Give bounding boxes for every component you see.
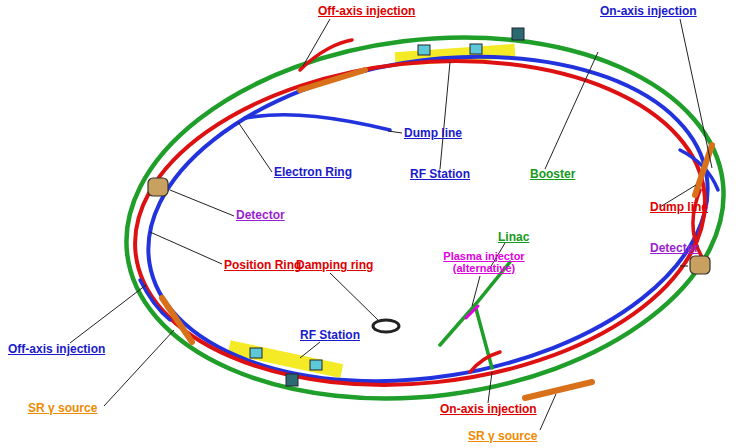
rf-cavity	[310, 360, 322, 370]
callout-label: On-axis injection	[440, 403, 537, 416]
detector	[148, 178, 168, 196]
detectors	[148, 178, 710, 274]
positron-ring	[119, 34, 721, 412]
injection-line	[300, 40, 352, 70]
leader-line	[540, 394, 556, 430]
sr-source	[695, 145, 712, 195]
callout-label: Position Ring	[224, 259, 301, 272]
damping-ring	[373, 320, 399, 332]
leader-line	[170, 190, 234, 216]
leader-line	[680, 19, 712, 168]
transfer-lines	[140, 40, 718, 372]
rf-cavities	[250, 28, 524, 386]
callout-label: Dump line	[650, 201, 708, 214]
rf-cavity	[418, 45, 430, 55]
leader-line	[472, 276, 480, 306]
rings	[106, 5, 736, 431]
booster-rf	[512, 28, 524, 40]
booster-ring	[106, 5, 736, 431]
callout-label: Off-axis injection	[318, 5, 415, 18]
rf-cavity	[250, 348, 262, 358]
callout-label: Off-axis injection	[8, 343, 105, 356]
leader-line	[303, 19, 330, 66]
rf-sections	[228, 44, 516, 378]
leader-line	[70, 285, 146, 343]
callout-label: Detector	[650, 242, 699, 255]
injection-line	[470, 352, 500, 372]
leader-line	[440, 62, 450, 169]
callout-label: SR γ source	[468, 430, 537, 443]
detector	[690, 256, 710, 274]
callout-label: Booster	[530, 168, 575, 181]
leader-line	[488, 372, 492, 403]
leader-line	[388, 131, 402, 133]
callout-label: On-axis injection	[600, 5, 697, 18]
sr-source	[300, 70, 365, 90]
callout-label: SR γ source	[28, 402, 97, 415]
leader-line	[330, 273, 378, 320]
leader-line	[300, 342, 320, 358]
callout-label: Dump line	[404, 127, 462, 140]
booster-rf	[286, 374, 298, 386]
plasma-injector	[466, 306, 478, 318]
callout-label: Electron Ring	[274, 166, 352, 179]
callout-label: Damping ring	[296, 259, 373, 272]
dump-line	[245, 115, 390, 130]
callout-label: RF Station	[300, 329, 360, 342]
electron-ring	[125, 19, 731, 419]
leader-line	[680, 266, 688, 267]
callout-label: RF Station	[410, 168, 470, 181]
callout-label: Detector	[236, 209, 285, 222]
callout-label: Linac	[498, 231, 529, 244]
leader-line	[150, 232, 222, 264]
leader-line	[104, 330, 174, 406]
leader-line	[238, 122, 272, 172]
sr-source	[525, 382, 592, 398]
callout-label: Plasma injector (alternative)	[438, 250, 530, 274]
sr-source	[162, 298, 192, 342]
sr-sources	[162, 70, 712, 398]
leader-line	[545, 52, 598, 169]
leader-lines	[70, 19, 712, 430]
rf-cavity	[470, 44, 482, 54]
